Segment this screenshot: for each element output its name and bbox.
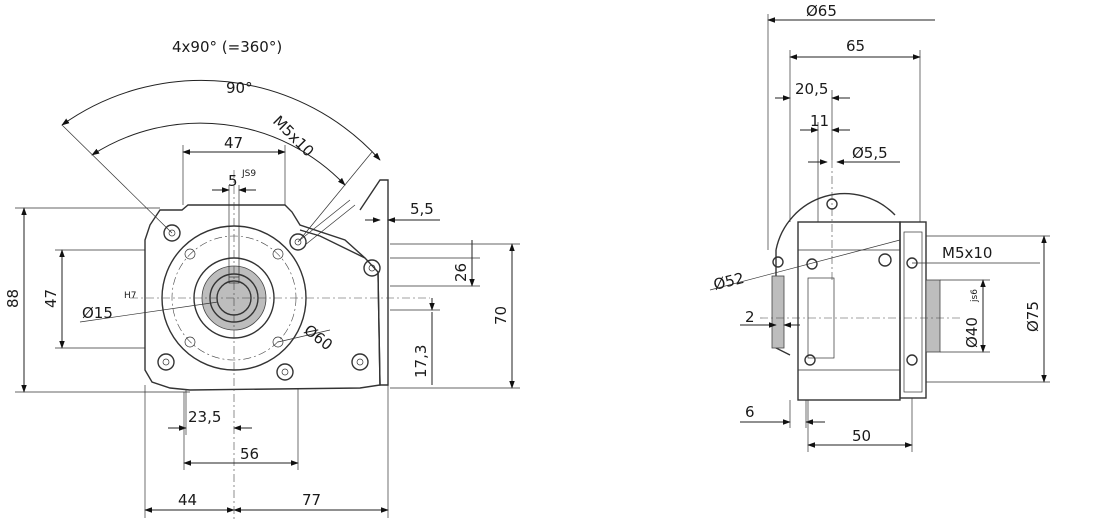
side-shaft: [771, 275, 785, 349]
dim-17-3-label: 17,3: [412, 345, 430, 378]
bore-label: Ø15: [82, 304, 113, 322]
side-spigot-label: Ø40: [963, 317, 981, 348]
front-view: 4x90° (=360°) 90° M5x10 47 5 JS9 5,5 88 …: [4, 38, 520, 520]
side-spigot: [925, 279, 941, 353]
dim-77-label: 77: [302, 491, 321, 509]
bore-tolerance-label: H7: [124, 291, 137, 301]
keyway-width-label: 5: [228, 172, 238, 190]
side-dim-2-label: 2: [745, 308, 755, 326]
front-thread-label: M5x10: [269, 112, 317, 160]
side-dia-75-label: Ø75: [1024, 301, 1042, 332]
angle-single-label: 90°: [226, 79, 253, 97]
side-dia-65-label: Ø65: [806, 2, 837, 20]
flange-tab: [299, 229, 366, 259]
dim-70-label: 70: [492, 306, 510, 325]
side-spigot-tolerance-label: js6: [970, 289, 980, 303]
side-holes: [772, 198, 918, 366]
side-dim-20-5-label: 20,5: [795, 80, 828, 98]
side-dim-50-label: 50: [852, 427, 871, 445]
height-inner-label: 47: [42, 289, 60, 308]
side-dim-11-label: 11: [810, 112, 829, 130]
side-len-65-label: 65: [846, 37, 865, 55]
mounting-holes: [157, 224, 381, 381]
keyway-tolerance-label: JS9: [241, 169, 256, 179]
dim-23-5-label: 23,5: [188, 408, 221, 426]
side-body: [797, 221, 901, 401]
dim-26-label: 26: [452, 263, 470, 282]
angle-total-label: 4x90° (=360°): [172, 38, 282, 56]
dim-44-label: 44: [178, 491, 197, 509]
flange-offset-label: 5,5: [410, 200, 434, 218]
pcd-label: Ø60: [301, 321, 336, 354]
height-total-label: 88: [4, 289, 22, 308]
side-housing-round: [775, 192, 896, 251]
side-thread-label: M5x10: [942, 244, 992, 262]
flange-bracket: [359, 179, 389, 386]
side-hole-label: Ø5,5: [852, 144, 888, 162]
side-dia-52-label: Ø52: [712, 269, 746, 294]
side-view: Ø65 65 20,5 11 Ø5,5 Ø52 M5x10 2: [709, 2, 1050, 452]
pcd-holes: [184, 248, 284, 348]
dim-56-label: 56: [240, 445, 259, 463]
top-width-label: 47: [224, 134, 243, 152]
side-dim-6-label: 6: [745, 403, 755, 421]
